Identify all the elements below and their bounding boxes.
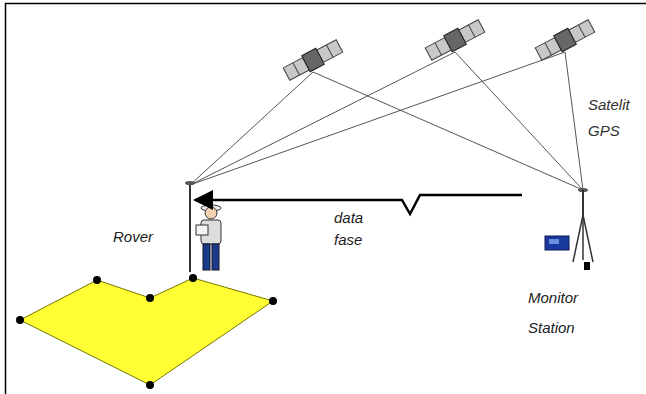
station-label: Rover bbox=[113, 222, 183, 252]
survey-area bbox=[20, 278, 273, 385]
base-station bbox=[545, 188, 593, 270]
station-node: Rover bbox=[108, 180, 195, 275]
station-label: Monitor Station bbox=[528, 283, 598, 343]
station-node: Monitor Station bbox=[522, 185, 622, 350]
satellite bbox=[534, 18, 595, 62]
rover-figure bbox=[185, 181, 221, 272]
signal-lines bbox=[190, 52, 583, 190]
satellite bbox=[282, 38, 343, 82]
frame bbox=[6, 4, 646, 394]
vertex-dots bbox=[16, 274, 277, 389]
satellite-label: Satelit GPS bbox=[586, 92, 646, 144]
link-label: data fase bbox=[332, 207, 378, 251]
satellite bbox=[424, 18, 485, 62]
